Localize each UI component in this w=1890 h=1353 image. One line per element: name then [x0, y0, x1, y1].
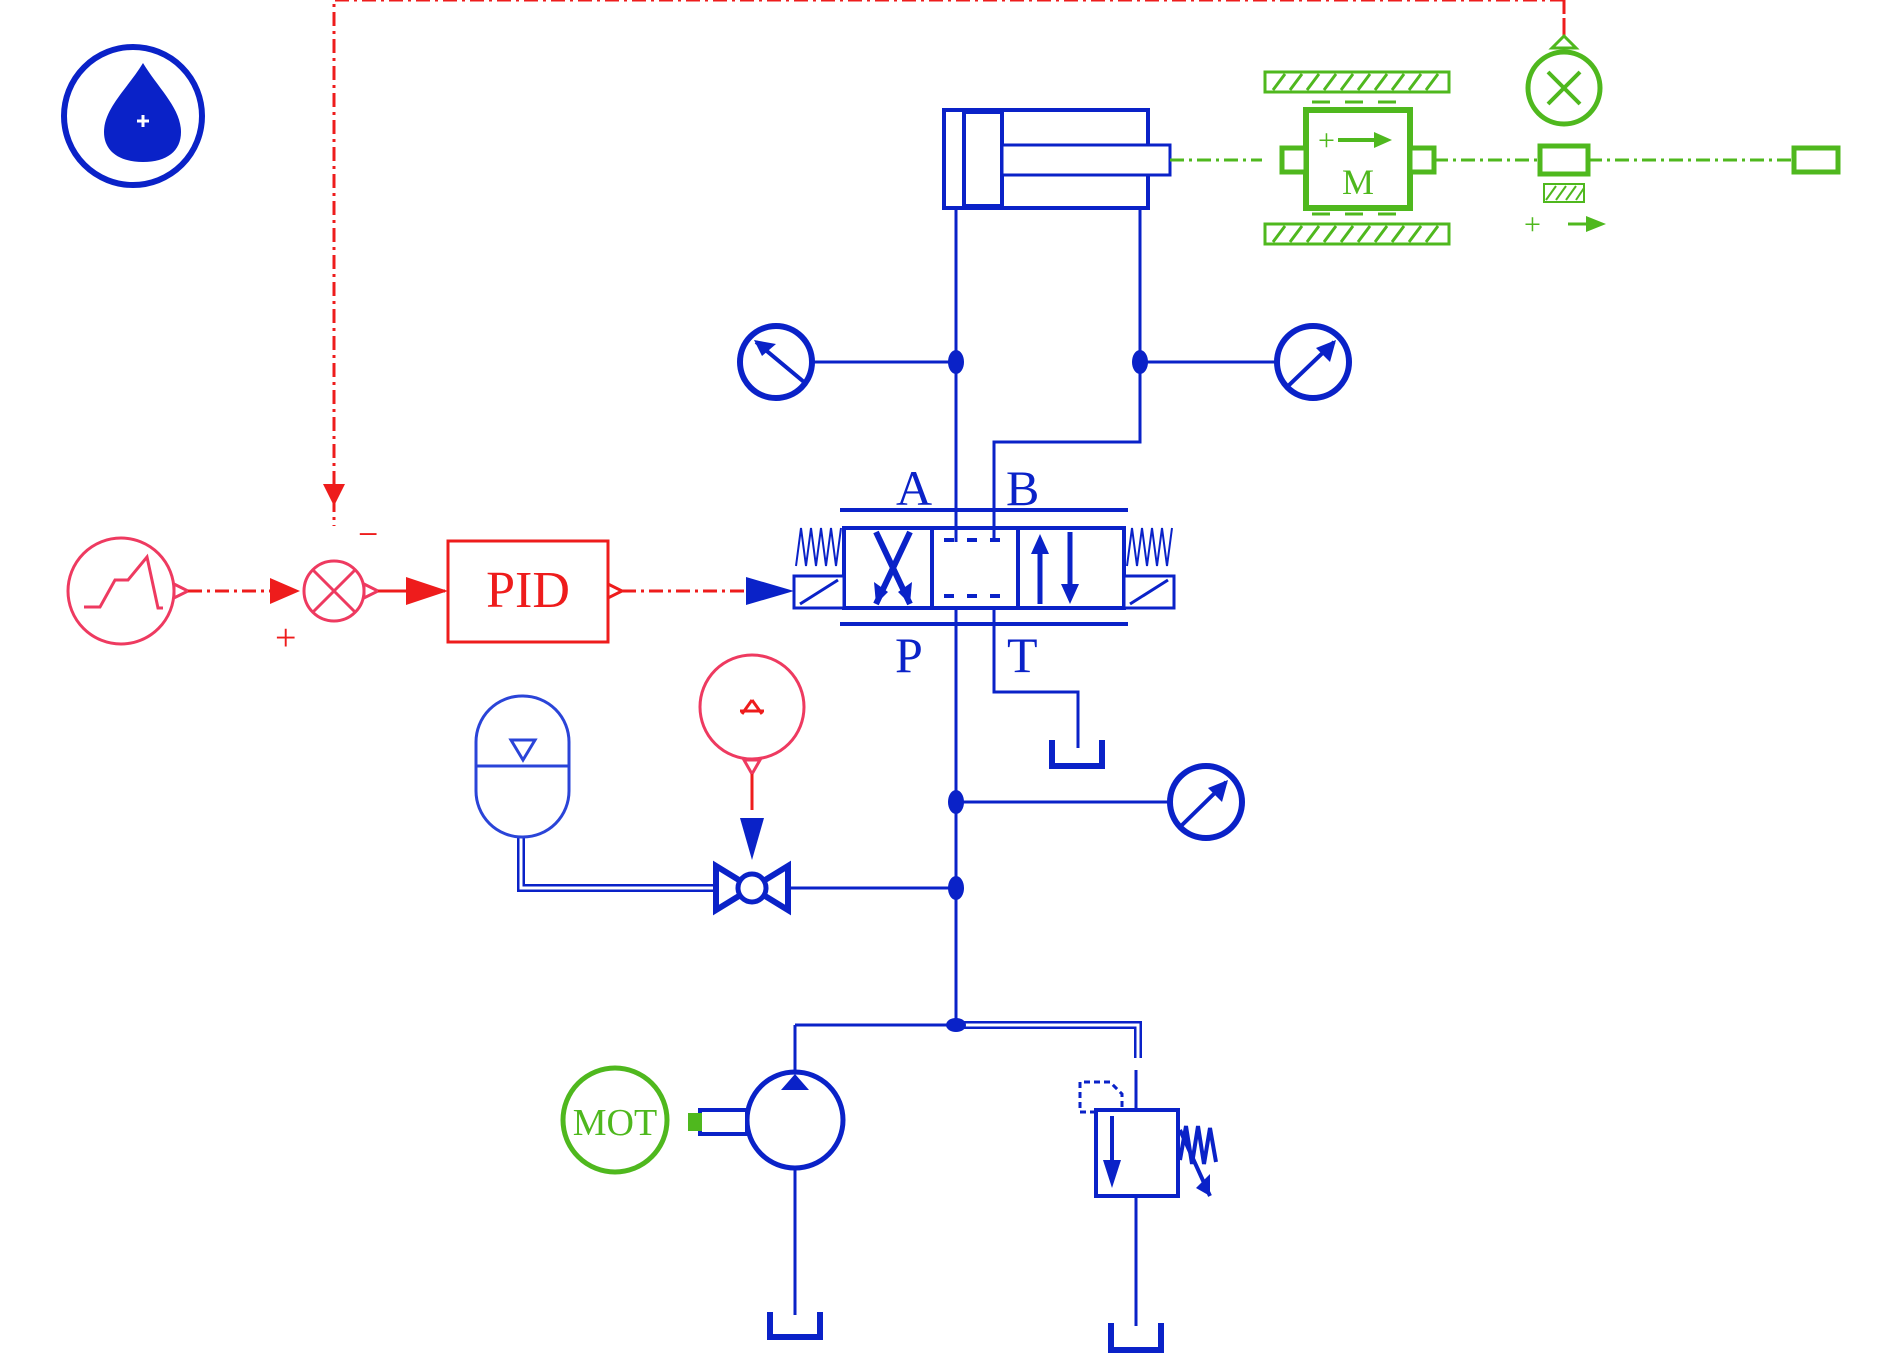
pressure-gauge-icon[interactable] [1167, 763, 1245, 841]
hydraulic-cylinder[interactable] [942, 108, 1172, 210]
pid-controller[interactable]: PID [446, 539, 626, 644]
force-sensor-icon[interactable]: + [1434, 18, 1606, 241]
accumulator-line [517, 835, 716, 892]
directional-control-valve[interactable] [792, 508, 1176, 626]
plus-sign-label: + [275, 617, 296, 659]
motor-shaft [688, 1108, 749, 1136]
motor-label: MOT [573, 1102, 657, 1144]
pressure-gauge-icon[interactable] [1274, 323, 1352, 401]
port-b-label: B [1006, 460, 1039, 516]
port-t-label: T [1007, 627, 1038, 683]
port-a-label: A [896, 460, 932, 516]
relief-valve-icon[interactable] [1078, 1080, 1218, 1198]
port-p-label: P [895, 627, 923, 683]
orifice-valve-icon[interactable] [713, 860, 791, 916]
accumulator-icon[interactable] [474, 694, 571, 839]
ramp-signal-icon[interactable] [66, 536, 192, 646]
pump-icon[interactable] [744, 1069, 846, 1171]
tank-icon[interactable] [767, 1312, 823, 1340]
relief-line [956, 1021, 1142, 1058]
feedback-signal-line [323, 0, 1566, 526]
mechanical-termination[interactable] [1588, 145, 1841, 175]
water-drop-icon[interactable] [61, 44, 205, 188]
sensor-plus-label: + [1524, 208, 1541, 241]
summing-junction-icon[interactable] [302, 559, 382, 623]
tank-icon[interactable] [1049, 740, 1105, 769]
constant-signal-icon[interactable] [698, 653, 806, 810]
pressure-gauge-icon[interactable] [737, 323, 815, 401]
mass-block[interactable]: + M [1170, 70, 1451, 246]
mass-plus-label: + [1318, 124, 1335, 157]
mass-label: M [1342, 162, 1374, 202]
tank-icon[interactable] [1108, 1323, 1164, 1353]
minus-sign-label: − [358, 514, 378, 554]
pid-label: PID [486, 562, 570, 619]
electric-motor[interactable]: MOT [560, 1065, 670, 1175]
